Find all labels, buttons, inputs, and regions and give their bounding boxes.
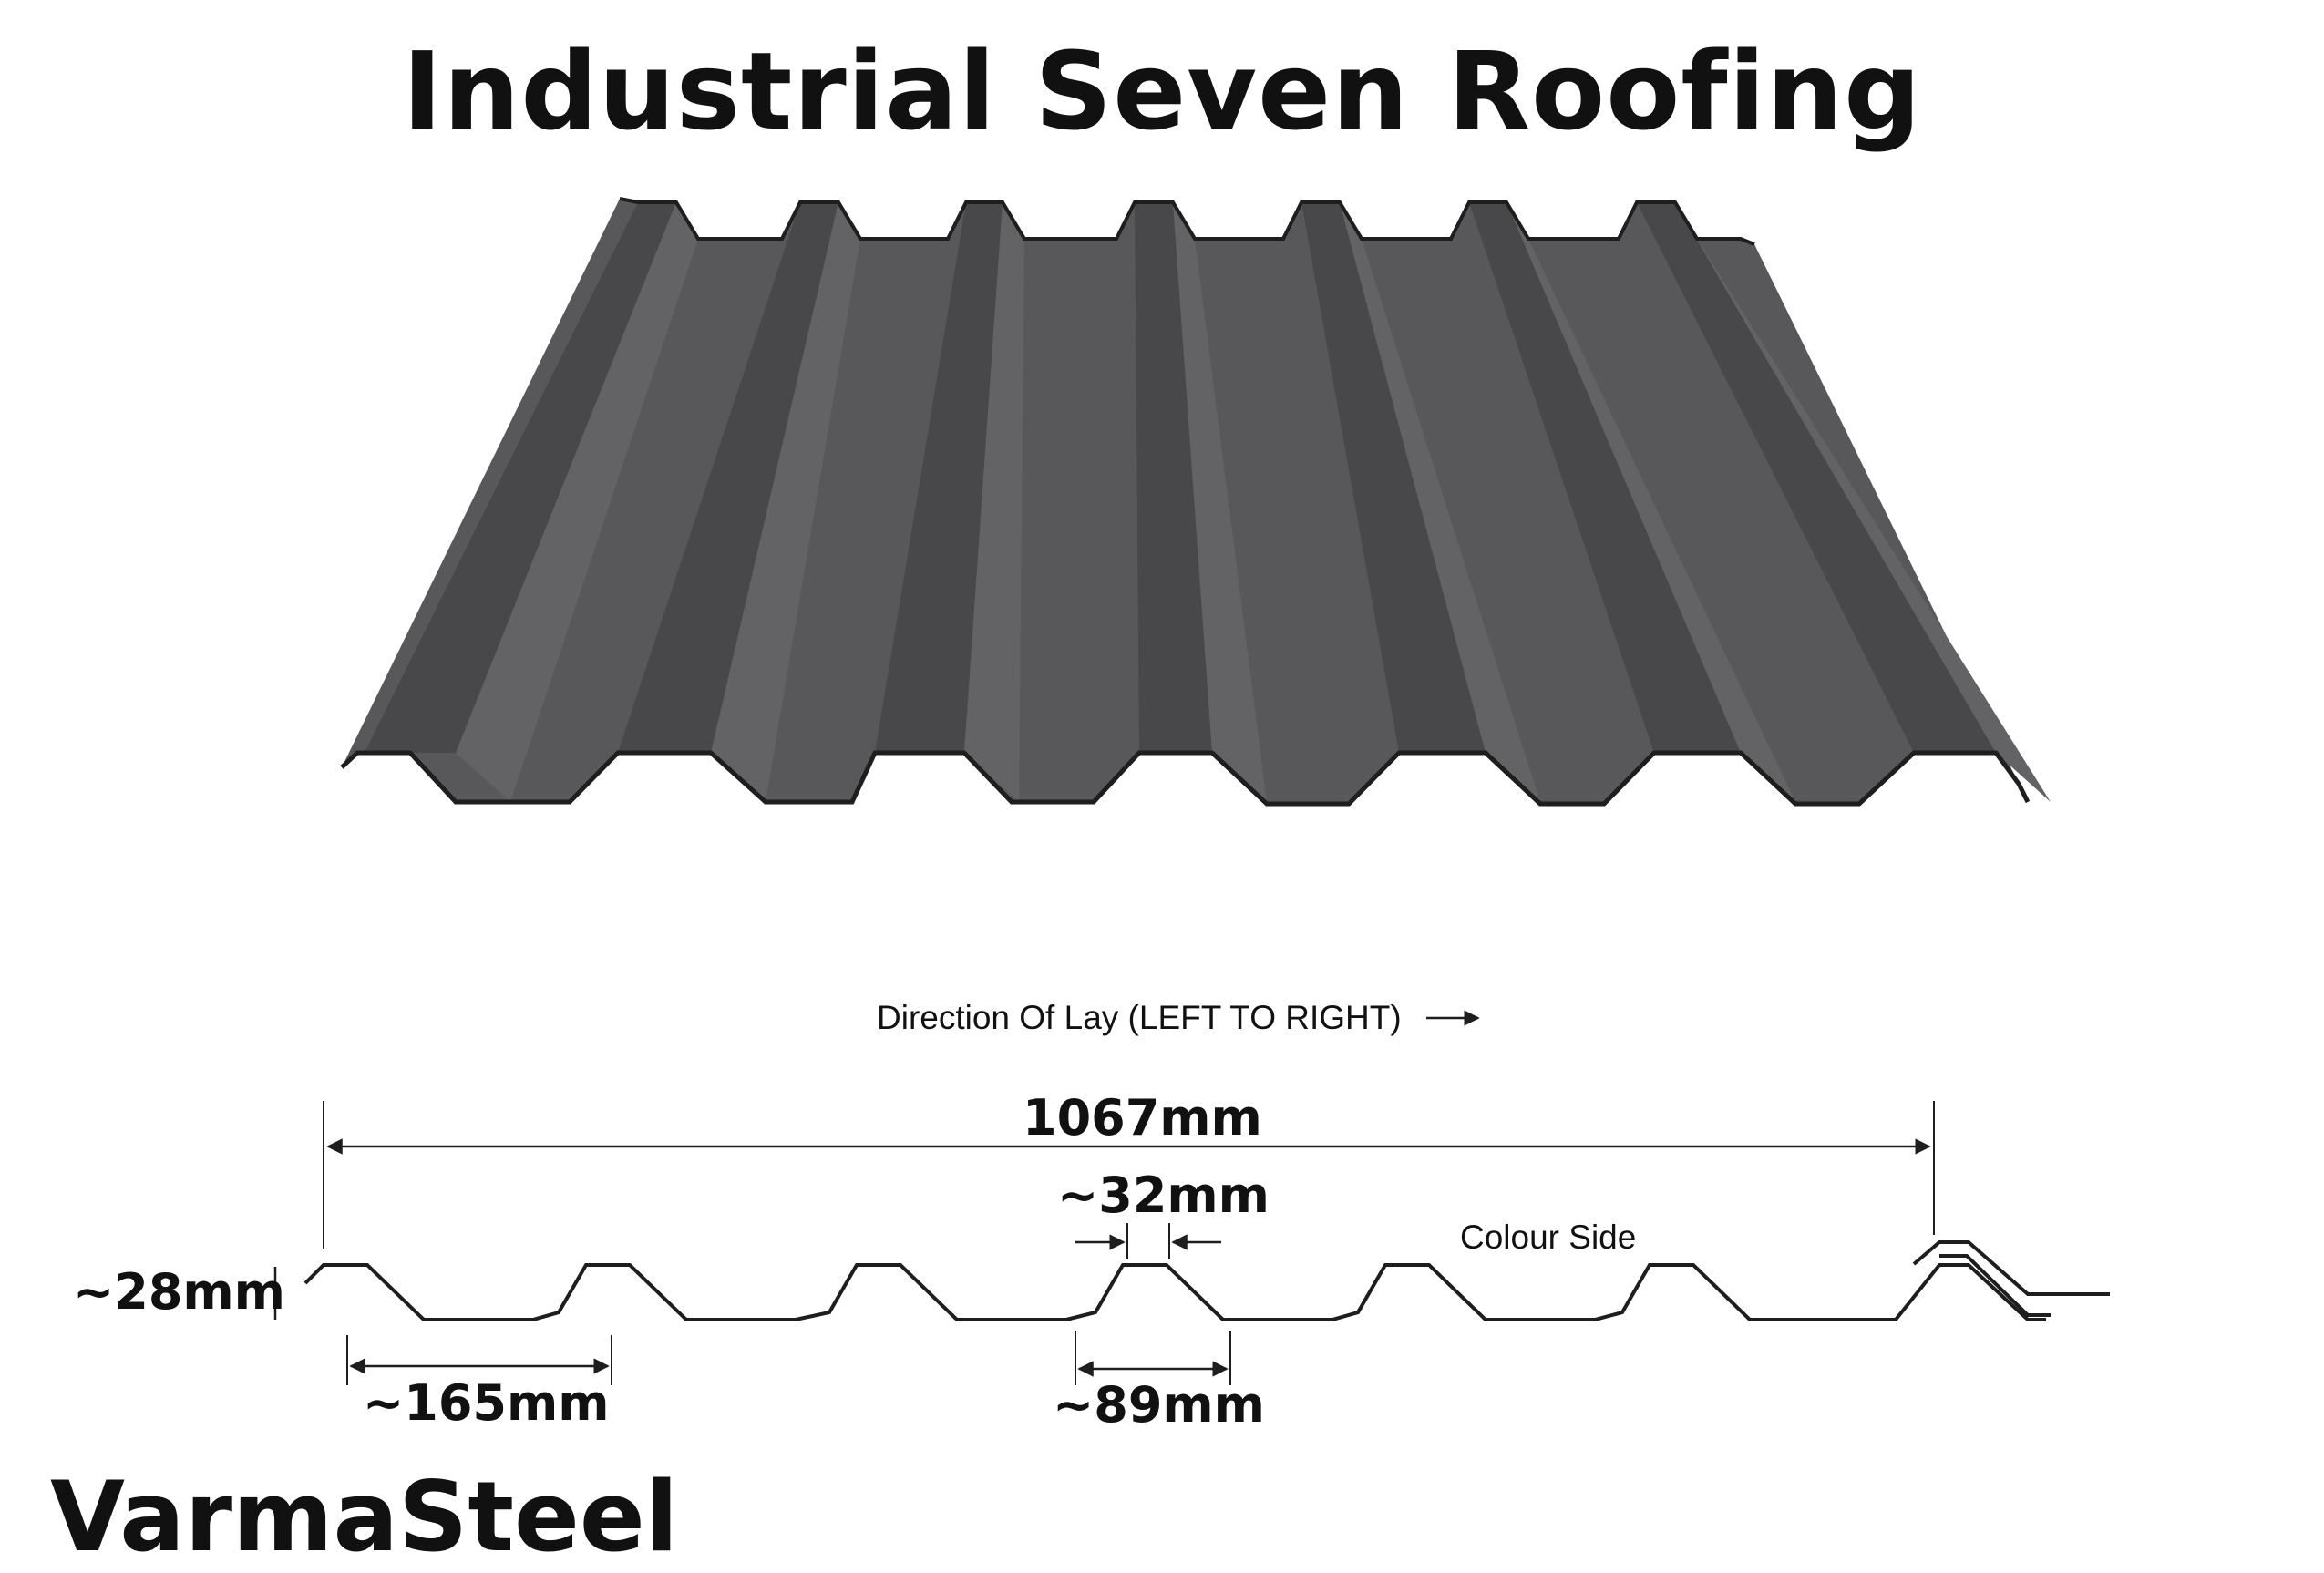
sheet-rib-highlight	[456, 202, 698, 802]
rib-top-width-label: ~32mm	[1057, 1167, 1270, 1224]
sheet-bottom-edge	[340, 750, 2031, 807]
height-label: ~28mm	[73, 1263, 285, 1321]
sheet-rib-shade	[1135, 202, 1212, 753]
cover-width-label: 1067mm	[1023, 1089, 1262, 1146]
sheet-rib-highlight	[964, 202, 1024, 802]
sheet-rib-shade	[1637, 202, 1996, 753]
sheet-rib-shade	[1469, 202, 1741, 753]
profile-cross-section	[303, 1263, 2046, 1321]
brand-logo: VarmaSteel	[50, 1461, 679, 1573]
overlap-sheet-upper	[1912, 1240, 2110, 1296]
sheet-rib-highlight	[1173, 202, 1267, 802]
page-title: Industrial Seven Roofing	[402, 28, 1922, 154]
overlap-sheet-lower	[1939, 1254, 2051, 1317]
sheet-rib-shade	[365, 202, 676, 753]
sheet-rib-highlight	[1340, 202, 1540, 802]
roof-sheet-illustration	[340, 197, 2051, 807]
sheet-rib-highlight	[1506, 202, 1795, 802]
sheet-rib-shade	[618, 202, 838, 753]
sheet-rib-shade	[1301, 202, 1486, 753]
colour-side-label: Colour Side	[1460, 1218, 1637, 1256]
sheet-rib-shade	[875, 202, 1003, 753]
direction-of-lay-label: Direction Of Lay (LEFT TO RIGHT)	[877, 999, 1402, 1036]
sheet-rib-highlight	[711, 202, 860, 802]
pitch-label: ~165mm	[363, 1374, 610, 1432]
pan-width-label: ~89mm	[1053, 1376, 1265, 1434]
sheet-top-edge	[619, 197, 1755, 246]
